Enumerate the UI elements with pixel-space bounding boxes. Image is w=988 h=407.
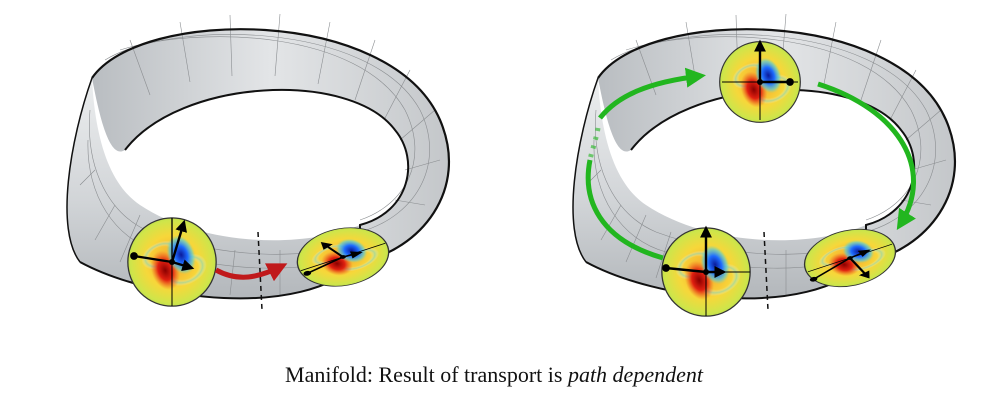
vector-arrow-left	[303, 256, 344, 276]
mobius-edge-bottom	[79, 89, 410, 300]
filter-disc-a	[127, 217, 217, 307]
mobius-edge-top	[91, 28, 451, 264]
left-panel	[66, 13, 451, 311]
filter-disc-a	[661, 225, 751, 317]
transport-path-loop-right	[817, 81, 916, 231]
right-panel	[572, 13, 957, 317]
transport-path-loop-left	[585, 159, 664, 261]
vector-arrow-right	[171, 259, 195, 271]
mobius-surface-front	[573, 78, 866, 299]
vector-arrow-up	[170, 219, 187, 263]
seam-dashed-line	[257, 231, 263, 311]
vector-arrow-down	[848, 257, 870, 279]
transport-arrow-direct	[214, 263, 288, 282]
mobius-surface-inner	[92, 29, 449, 262]
vector-arrow-right	[849, 249, 871, 259]
transport-path-loop-dotted	[587, 127, 601, 161]
mobius-transport-figure	[66, 13, 957, 317]
caption-emphasis: path dependent	[567, 362, 703, 387]
vector-arrow-left	[130, 252, 173, 264]
caption-prefix: Manifold: Result of transport is	[285, 362, 568, 387]
seam-dashed-line	[763, 231, 769, 311]
figure-caption: Manifold: Result of transport is path de…	[0, 362, 988, 388]
filter-disc-top	[719, 39, 801, 123]
filter-disc-b	[291, 220, 395, 294]
vector-arrow-left	[809, 257, 851, 282]
filter-disc-b	[798, 220, 902, 296]
transport-path-loop-top	[598, 67, 706, 120]
vector-arrow-left	[662, 264, 707, 274]
vector-arrow-right	[342, 251, 363, 259]
vector-arrow-up	[320, 242, 344, 258]
mobius-edge-top	[597, 28, 957, 264]
